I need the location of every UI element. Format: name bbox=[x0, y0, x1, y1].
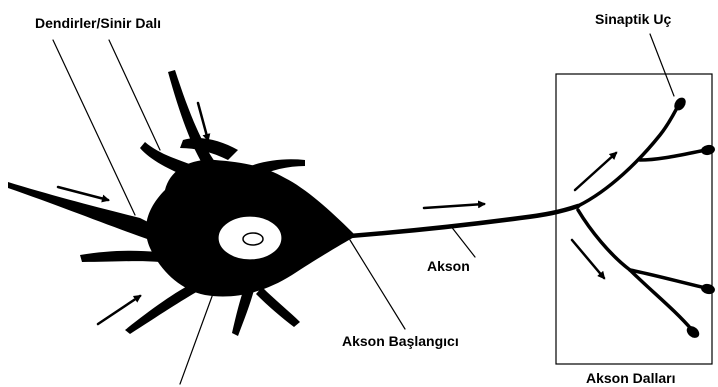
axon-branches-box bbox=[556, 74, 712, 364]
arrow-left-dendrite bbox=[58, 187, 108, 200]
arrow-branch-lower bbox=[572, 240, 604, 278]
branch-upper-main bbox=[578, 102, 680, 206]
arrow-lower-dendrite bbox=[98, 296, 140, 324]
leader-lines bbox=[53, 34, 674, 384]
leader-dendrites-b bbox=[109, 40, 160, 150]
axon-branches bbox=[578, 102, 706, 330]
dendrite-bottom-right bbox=[256, 287, 300, 327]
nucleolus bbox=[243, 233, 263, 245]
synaptic-terminals bbox=[672, 95, 716, 340]
terminal-knob-3 bbox=[700, 283, 716, 296]
soma-group bbox=[8, 70, 356, 336]
label-synaptic-terminal: Sinaptik Uç bbox=[595, 11, 671, 27]
branch-upper-secondary bbox=[640, 150, 706, 160]
leader-axon bbox=[450, 225, 475, 257]
leader-synaptic-terminal bbox=[650, 34, 674, 96]
dendrite-top-fork bbox=[168, 70, 215, 168]
signal-arrows bbox=[58, 103, 616, 324]
label-axon: Akson bbox=[427, 258, 470, 274]
arrow-axon bbox=[424, 204, 484, 208]
label-dendrites: Dendirler/Sinir Dalı bbox=[35, 15, 161, 31]
label-axon-hillock: Akson Başlangıcı bbox=[342, 333, 459, 349]
leader-axon-hillock bbox=[350, 240, 405, 329]
dendrite-left-long bbox=[8, 182, 160, 240]
terminal-knob-2 bbox=[700, 144, 716, 156]
dendrite-lower-left bbox=[80, 251, 160, 262]
axon-line bbox=[350, 206, 578, 236]
dendrite-bottom-left bbox=[125, 282, 200, 334]
label-axon-branches: Akson Dalları bbox=[586, 370, 675, 386]
